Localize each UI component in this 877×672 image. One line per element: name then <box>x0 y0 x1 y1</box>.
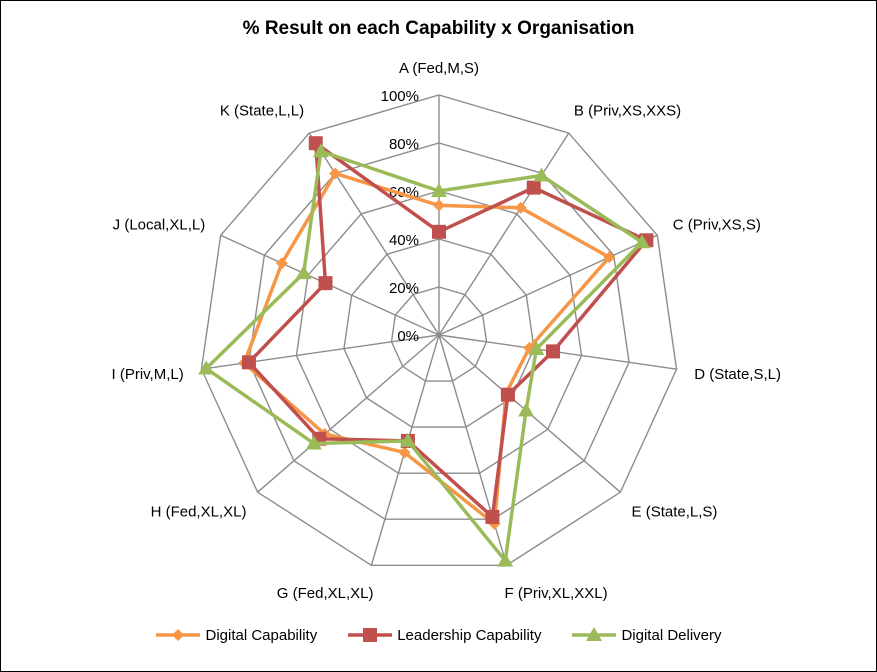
legend-swatch <box>156 629 201 641</box>
series-layer <box>198 136 654 567</box>
category-label: B (Priv,XS,XXS) <box>574 103 681 120</box>
grid <box>200 94 678 566</box>
category-label: F (Priv,XL,XXL) <box>505 585 608 602</box>
data-point <box>295 265 312 280</box>
legend-item: Digital Delivery <box>571 626 722 644</box>
legend-swatch <box>348 628 393 642</box>
legend-label: Digital Delivery <box>621 626 722 644</box>
category-label: H (Fed,XL,XL) <box>151 504 247 521</box>
legend: Digital Capability Leadership Capability D… <box>0 626 877 644</box>
grid-spoke <box>438 334 508 566</box>
data-point <box>528 341 545 356</box>
category-label: G (Fed,XL,XL) <box>277 585 374 602</box>
data-point <box>329 167 342 180</box>
grid-spoke <box>308 132 440 336</box>
series-line <box>242 171 612 526</box>
legend-label: Digital Capability <box>205 626 318 644</box>
data-point <box>485 509 500 524</box>
data-point <box>198 360 215 375</box>
data-point <box>497 552 514 567</box>
category-label: I (Priv,M,L) <box>112 366 184 383</box>
data-point <box>312 143 329 158</box>
data-point <box>241 355 256 370</box>
category-labels: A (Fed,M,S) B (Priv,XS,XXS) C (Priv,XS,S) D… <box>112 60 781 602</box>
grid-spoke <box>257 334 440 493</box>
data-point <box>546 344 561 359</box>
data-point <box>431 183 447 197</box>
grid-ring <box>295 190 583 474</box>
grid-ring <box>200 94 678 566</box>
legend-swatch <box>572 627 617 641</box>
data-point <box>634 234 651 249</box>
chart-title: % Result on each Capability x Organisati… <box>242 18 635 39</box>
data-point <box>432 224 446 239</box>
grid-spoke <box>438 132 570 336</box>
legend-marker <box>586 627 603 641</box>
data-point <box>526 180 541 195</box>
legend-item: Digital Capability <box>155 626 317 644</box>
axis-tick-label: 80% <box>389 136 419 153</box>
category-label: D (State,S,L) <box>694 366 781 383</box>
axis-tick-label: 40% <box>389 232 419 249</box>
grid-spoke <box>438 234 658 336</box>
data-point <box>603 251 616 264</box>
series-1 <box>241 136 654 524</box>
series-2 <box>198 143 651 567</box>
category-label: K (State,L,L) <box>220 103 304 120</box>
legend-item: Leadership Capability <box>347 626 541 644</box>
legend-marker <box>363 628 378 642</box>
grid-ring <box>390 286 488 382</box>
data-point <box>514 201 527 214</box>
data-point <box>275 257 288 270</box>
category-label: C (Priv,XS,S) <box>673 217 761 234</box>
data-point <box>518 402 535 417</box>
series-line <box>204 149 644 563</box>
data-point <box>318 276 333 291</box>
axis-tick-labels: 0%20%40%60%80%100% <box>381 88 419 345</box>
data-point <box>399 432 416 447</box>
grid-ring <box>343 238 535 428</box>
axis-tick-label: 20% <box>389 280 419 297</box>
axis-tick-label: 0% <box>397 328 419 345</box>
category-label: J (Local,XL,L) <box>113 217 206 234</box>
data-point <box>433 199 445 212</box>
category-label: E (State,L,S) <box>632 504 718 521</box>
data-point <box>305 435 322 450</box>
legend-marker <box>172 629 185 641</box>
data-point <box>533 167 550 182</box>
axis-tick-label: 100% <box>381 88 419 105</box>
category-label: A (Fed,M,S) <box>399 60 479 77</box>
series-line <box>247 141 649 519</box>
data-point <box>398 446 411 459</box>
legend-label: Leadership Capability <box>397 626 542 644</box>
data-point <box>500 387 515 402</box>
grid-ring <box>248 142 630 520</box>
